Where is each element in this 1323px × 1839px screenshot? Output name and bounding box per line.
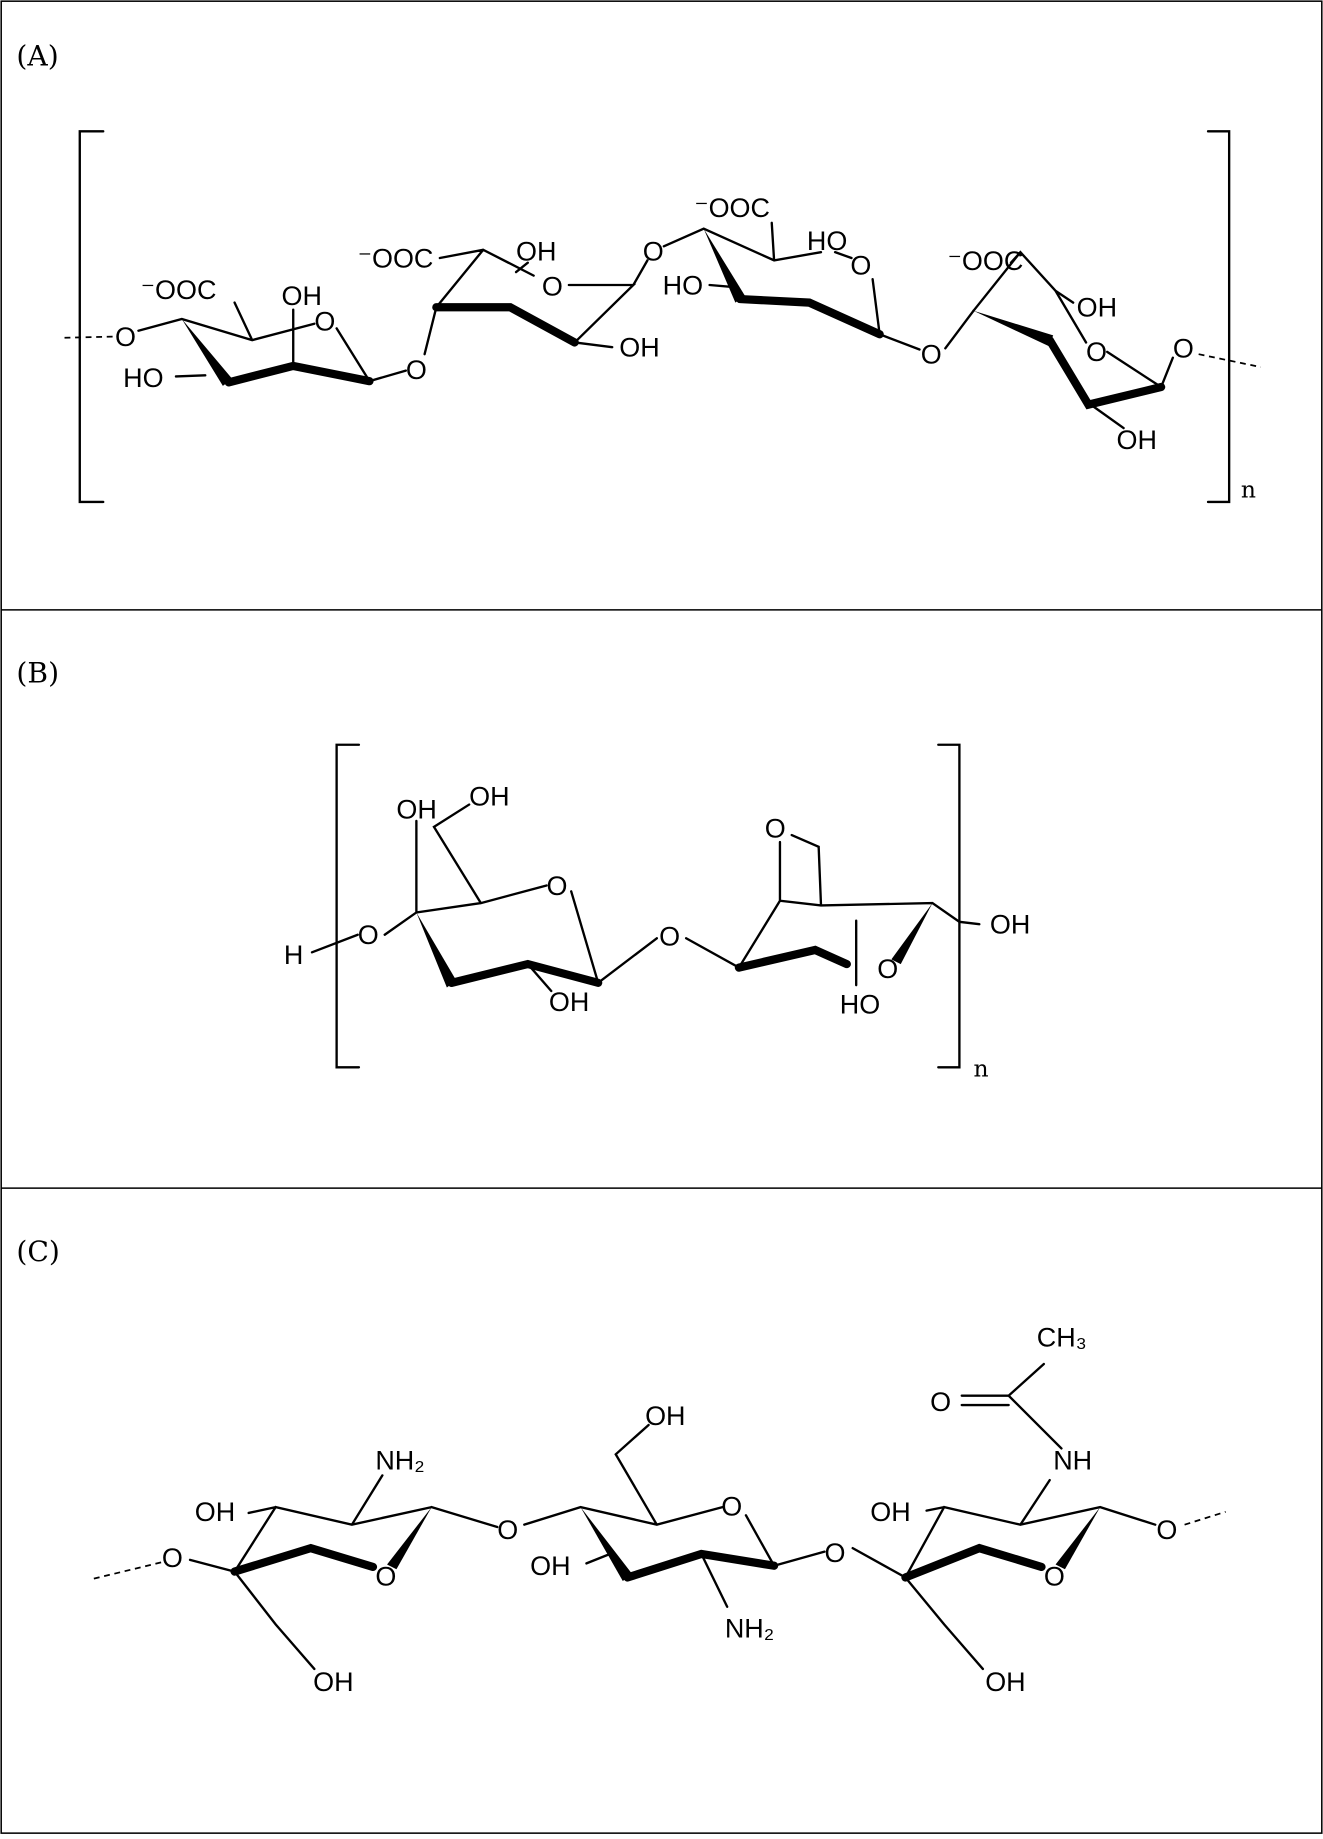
atom-label: NH [1053,1446,1092,1476]
atom-label: OH [1117,425,1157,455]
atom-label: O [358,920,379,950]
atom-label: O [1173,334,1194,364]
panel-label: (A) [16,40,58,73]
atom-label: ⁻OOC [694,193,770,223]
atom-label: HO [840,989,880,1019]
atom-label: OH [282,281,322,311]
atom-label: O [542,272,563,302]
atom-label: O [765,813,786,843]
atom-label: O [659,921,680,951]
atom-label: HO [807,226,847,256]
atom-label: OH [990,910,1030,940]
atom-label: O [643,236,664,266]
atom-label: OH [549,987,589,1017]
atom-label: HO [123,363,163,393]
repeat-subscript: n [973,1055,988,1083]
atom-label: OH [870,1497,910,1527]
left-bracket [335,743,361,1069]
atom-label: OH [313,1667,353,1697]
atom-label: CH₃ [1037,1322,1087,1352]
atom-label: O [375,1562,396,1592]
atom-label: O [721,1491,742,1521]
atom-label: O [877,954,898,984]
atom-label: ⁻OOC [358,243,434,273]
panel-label: (B) [16,657,59,690]
atom-label: H [284,940,303,970]
atom-label: OH [469,782,509,812]
repeat-subscript: n [1241,475,1256,503]
atom-label: O [162,1543,183,1573]
atom-label: OH [645,1401,685,1431]
right-bracket [937,743,961,1069]
panel-a-alginate: (A) n O ⁻OOC OH O HO O ⁻OOC OH O OH O [16,40,1261,504]
atom-label: O [406,355,427,385]
atom-label: O [314,307,335,337]
atom-label: ⁻OOC [141,275,217,305]
panel-c-chitosan: (C) O OH NH₂ O OH O OH OH NH₂ O OH O OH … [16,1235,1226,1697]
atom-label: O [547,871,568,901]
atom-label: O [115,322,136,352]
atom-label: O [1044,1562,1065,1592]
atom-label: O [930,1387,951,1417]
atom-label: O [825,1538,846,1568]
atom-label: O [850,250,871,280]
atom-label: OH [619,333,659,363]
atom-label: OH [530,1551,570,1581]
atom-label: OH [396,795,436,825]
atom-label: OH [985,1667,1025,1697]
atom-label: ⁻OOC [948,246,1024,276]
atom-label: NH₂ [725,1613,774,1643]
left-bracket [78,130,105,504]
right-bracket [1206,130,1231,504]
atom-label: OH [1077,293,1117,323]
atom-label: O [1156,1515,1177,1545]
atom-label: OH [195,1497,235,1527]
atom-label: OH [516,236,556,266]
atom-label: O [1086,337,1107,367]
atom-label: O [497,1515,518,1545]
panel-label: (C) [16,1235,59,1268]
atom-label: HO [663,270,703,300]
atom-label: O [921,340,942,370]
panel-b-agarose: (B) n H O OH OH O OH O O HO O OH [16,657,1030,1083]
atom-label: NH₂ [375,1446,424,1476]
